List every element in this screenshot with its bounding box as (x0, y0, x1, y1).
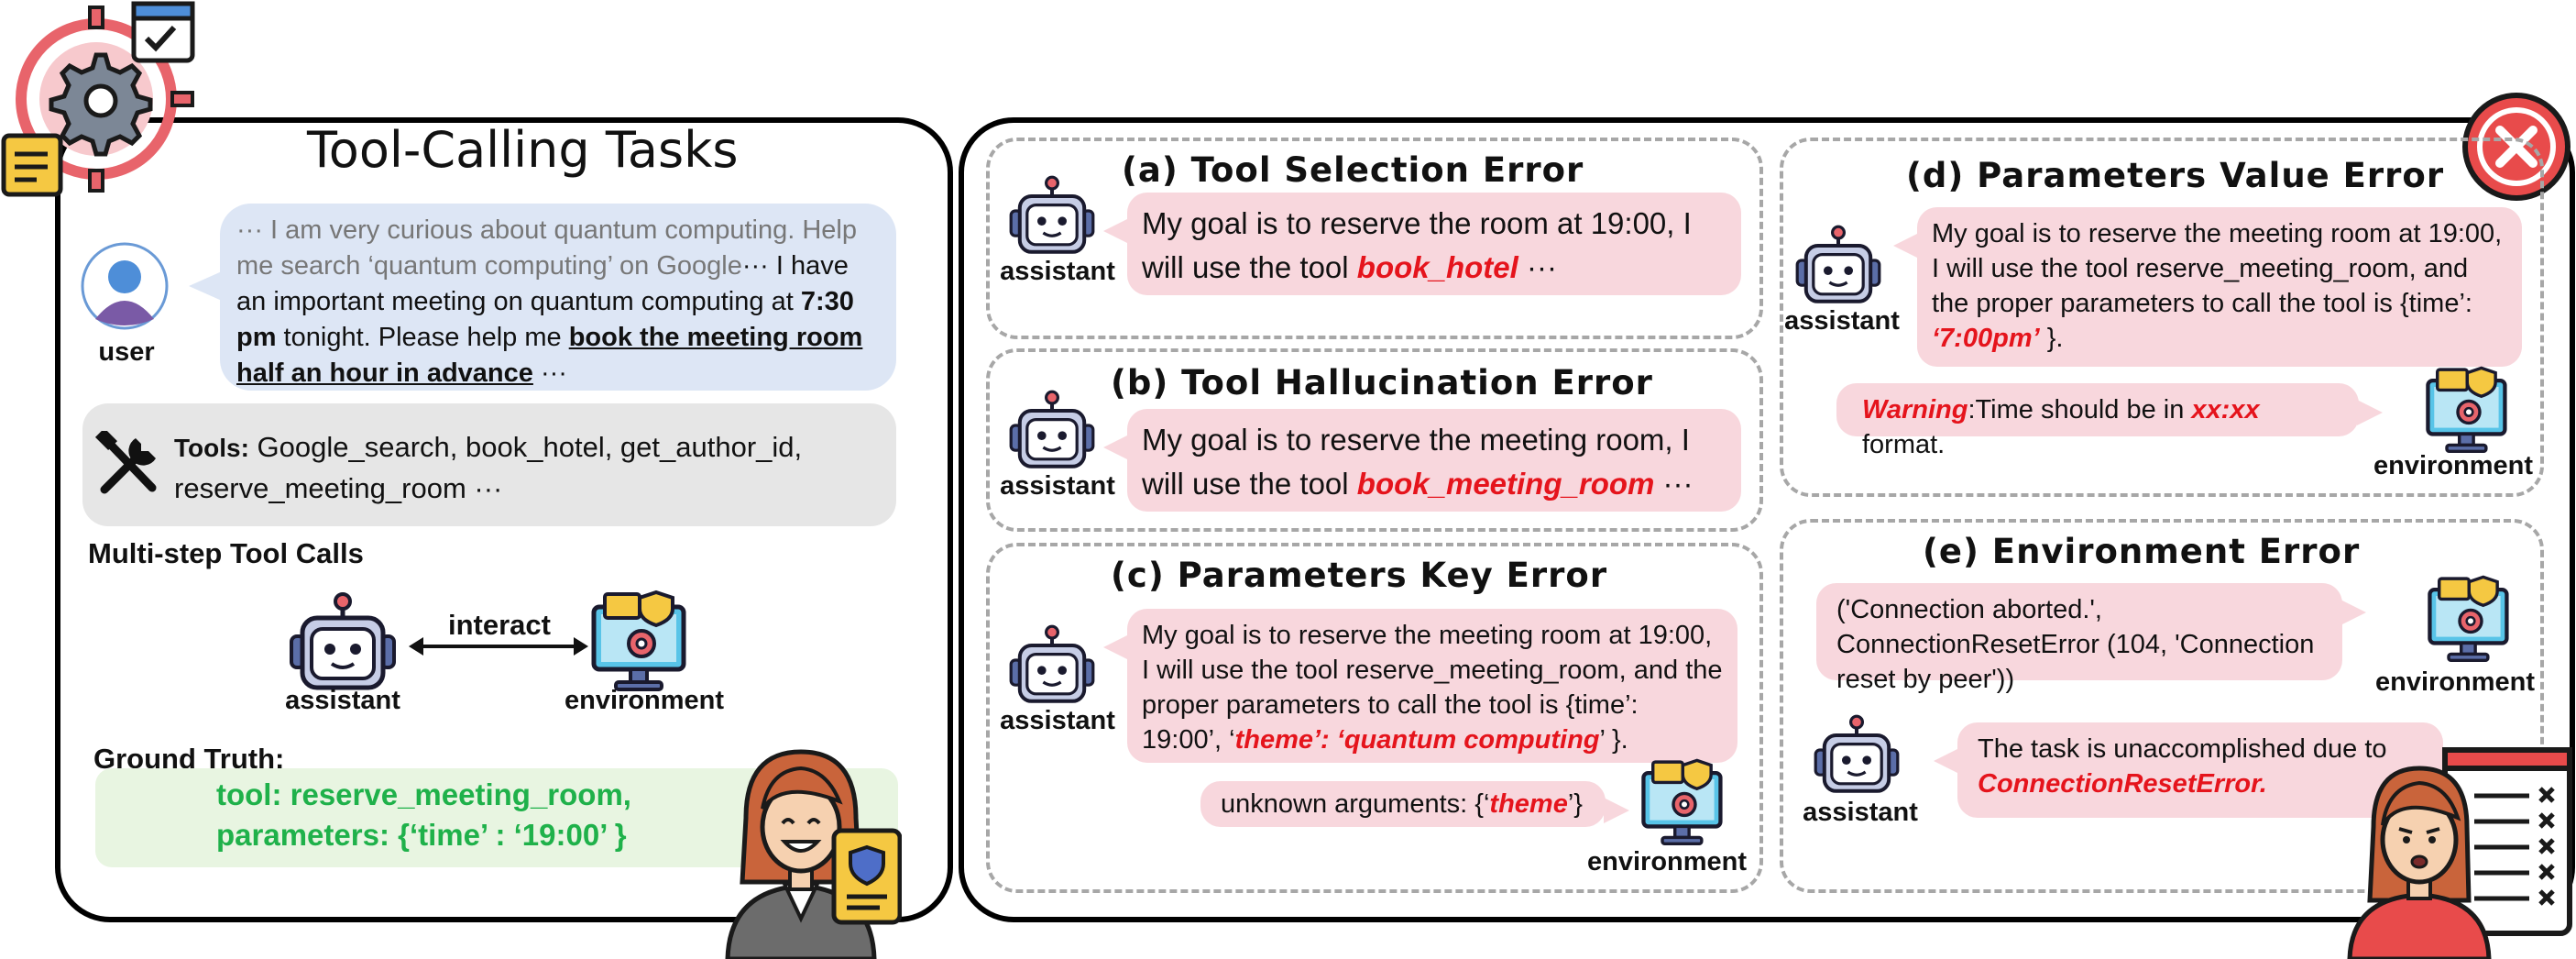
satisfied-user-icon (725, 749, 902, 959)
error-e-box (1780, 519, 2544, 893)
assistant-robot-icon (290, 592, 396, 690)
multistep-assistant-label: assistant (285, 686, 400, 715)
error-c-env-bubble: unknown arguments: {‘theme’} (1200, 781, 1629, 827)
error-c-environment-label: environment (1587, 847, 1748, 876)
error-d-text: My goal is to reserve the meeting room a… (1932, 219, 2503, 318)
error-c-wrong-key: theme’: ‘quantum computing (1234, 725, 1600, 755)
error-a-title: (a) Tool Selection Error (1122, 150, 1584, 190)
tools-label: Tools: (174, 434, 249, 462)
error-c-text: My goal is to reserve the meeting room a… (1142, 621, 1723, 755)
error-e-reply-bubble: The task is unaccomplished due to Connec… (1934, 722, 2443, 818)
error-e-environment-label: environment (2375, 667, 2536, 697)
error-c-box (986, 543, 1763, 893)
user-label: user (98, 337, 155, 367)
error-b-tail: ··· (1654, 467, 1694, 501)
error-a-box (986, 138, 1763, 339)
error-e-env-bubble: ('Connection aborted.', ConnectionResetE… (1816, 583, 2366, 694)
error-e-assistant-icon (1814, 714, 1900, 793)
error-d-assistant-icon (1795, 225, 1881, 303)
frustrated-user-icon (2347, 747, 2572, 959)
user-bubble-tail (189, 271, 222, 301)
user-message-action: book the meeting room half an hour in ad… (236, 323, 863, 388)
user-avatar-icon (81, 242, 169, 330)
user-message-mid1: ··· I have an important meeting on quant… (236, 251, 849, 316)
user-message-intro: ··· I am very curious about quantum comp… (236, 215, 857, 281)
error-c-bubble: My goal is to reserve the meeting room a… (1103, 609, 1737, 763)
error-a-assistant-icon (1009, 175, 1095, 254)
error-c-assistant-icon (1009, 624, 1095, 703)
error-d-environment-label: environment (2373, 451, 2534, 480)
error-c-environment-icon (1641, 758, 1723, 845)
user-message-mid2: tonight. Please help me (276, 323, 569, 352)
tools-list: Google_search, book_hotel, get_author_id… (174, 431, 803, 504)
error-d-tail: }. (2039, 324, 2064, 353)
tools-box (82, 403, 896, 526)
multistep-title: Multi-step Tool Calls (88, 537, 364, 569)
error-a-assistant-label: assistant (1000, 257, 1115, 286)
error-a-tail: ··· (1518, 250, 1557, 284)
error-b-title: (b) Tool Hallucination Error (1111, 363, 1653, 402)
error-d-warning-format: xx:xx (2191, 395, 2260, 424)
environment-monitor-icon (591, 590, 686, 691)
error-b-hallucinated-tool: book_meeting_room (1356, 467, 1655, 501)
error-d-box (1780, 138, 2544, 497)
error-e-assistant-label: assistant (1803, 798, 1918, 827)
error-a-text: My goal is to reserve the room at 19:00,… (1142, 206, 1692, 284)
error-e-reply-text: The task is unaccomplished due to (1978, 734, 2387, 764)
error-a-bubble: My goal is to reserve the room at 19:00,… (1103, 193, 1741, 295)
error-b-box (986, 348, 1763, 532)
interact-arrow (409, 637, 588, 656)
error-c-env-pre: unknown arguments: {‘ (1221, 789, 1490, 819)
error-d-warning-end: format. (1862, 430, 1946, 459)
panel-title: Tool-Calling Tasks (307, 121, 739, 179)
error-d-wrong-value: ‘7:00pm’ (1932, 324, 2040, 353)
user-message-time: 7:30 pm (236, 287, 854, 352)
multistep-environment-label: environment (565, 686, 725, 715)
error-d-warning-text: :Time should be in (1968, 395, 2192, 424)
user-message-end: ··· (532, 358, 567, 388)
error-c-title: (c) Parameters Key Error (1111, 556, 1608, 595)
ground-truth-params: parameters: {‘time’ : ‘19:00’ } (216, 818, 627, 852)
error-c-assistant-label: assistant (1000, 706, 1115, 735)
error-e-reply-error: ConnectionResetError. (1978, 769, 2267, 799)
error-e-title: (e) Environment Error (1923, 532, 2361, 571)
error-d-title: (d) Parameters Value Error (1906, 156, 2445, 195)
error-a-wrong-tool: book_hotel (1356, 250, 1518, 284)
settings-gear-icon (1, 1, 195, 197)
error-d-warning-bubble: Warning:Time should be in xx:xx format. (1836, 383, 2383, 459)
ground-truth-tool: tool: reserve_meeting_room, (216, 777, 631, 811)
error-e-environment-icon (2428, 575, 2509, 662)
error-b-assistant-icon (1009, 390, 1095, 468)
error-b-assistant-label: assistant (1000, 471, 1115, 501)
error-d-environment-icon (2426, 366, 2507, 453)
user-message-bubble: ··· I am very curious about quantum comp… (220, 204, 896, 391)
error-d-bubble: My goal is to reserve the meeting room a… (1893, 207, 2522, 367)
interact-label: interact (448, 609, 551, 641)
error-b-bubble: My goal is to reserve the meeting room, … (1103, 409, 1741, 512)
tools-text: Tools: Google_search, book_hotel, get_au… (174, 427, 880, 509)
error-d-assistant-label: assistant (1784, 306, 1900, 336)
error-d-warning-label: Warning (1862, 395, 1968, 424)
tools-wrench-icon (94, 431, 157, 494)
error-b-text: My goal is to reserve the meeting room, … (1142, 423, 1690, 501)
error-e-env-message: ('Connection aborted.', ConnectionResetE… (1836, 595, 2315, 694)
error-c-env-key: theme (1489, 789, 1568, 819)
error-c-env-post: ’} (1567, 789, 1583, 819)
error-c-tail: ’ }. (1599, 725, 1628, 755)
